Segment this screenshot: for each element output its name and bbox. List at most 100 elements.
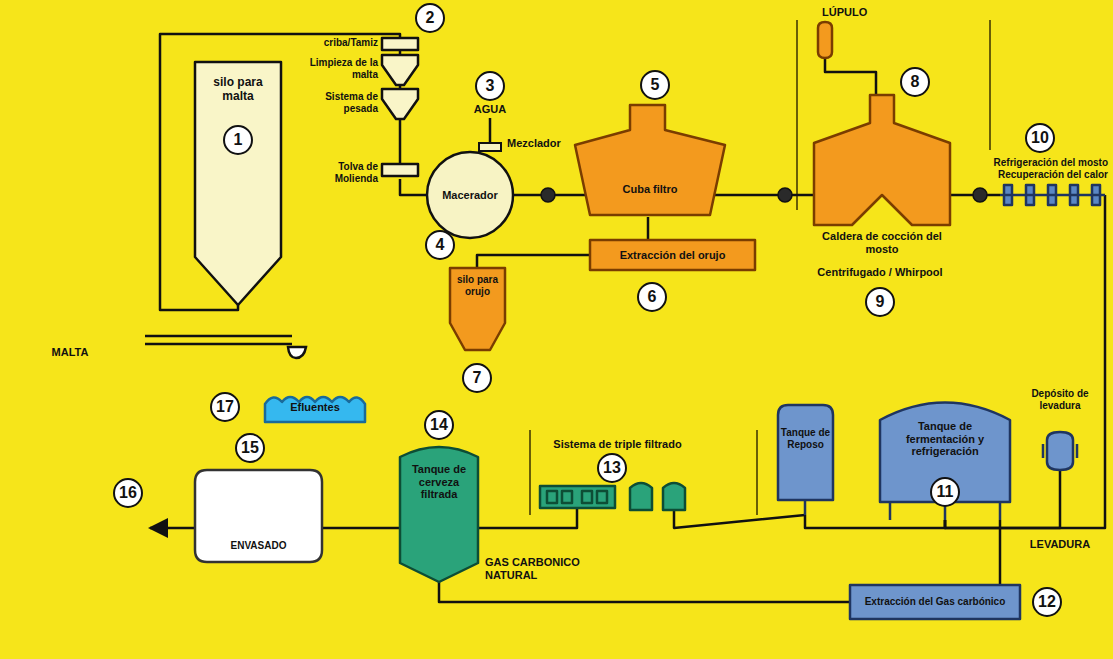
- pipe-connector: [477, 255, 590, 268]
- callout-number: 5: [640, 70, 670, 100]
- node-text: ENVASADO: [199, 540, 318, 552]
- node-text: Extracción del orujo: [594, 249, 751, 262]
- divider-line: [756, 430, 758, 515]
- node-text: Depósito de levadura: [1025, 388, 1095, 411]
- lauter-tun: Cuba filtro: [575, 105, 725, 217]
- water-pipe: [489, 118, 492, 144]
- pipe-connector: [160, 34, 400, 310]
- node-shape: [450, 268, 505, 350]
- callout-number: 8: [900, 67, 930, 97]
- text-label: Mezclador: [507, 137, 587, 150]
- output-arrow: [150, 527, 195, 530]
- node-text: LÚPULO: [822, 6, 872, 19]
- node-shape: [590, 240, 755, 270]
- conveyor-rail: [145, 335, 292, 338]
- callout-number: 4: [425, 230, 455, 260]
- weighing-funnel: Sistema de pesada: [300, 89, 420, 119]
- node-shape: [540, 483, 685, 510]
- malt-conveyor: [145, 336, 306, 358]
- node-text: criba/Tamiz: [300, 37, 378, 49]
- pipe-connector: [647, 217, 650, 240]
- node-outline: [778, 405, 833, 515]
- node-text: Cuba filtro: [595, 183, 705, 196]
- callout-number: 11: [930, 477, 960, 507]
- node-text: Limpieza de la malta: [300, 57, 378, 80]
- node-shape: [1000, 185, 1105, 205]
- maturation-tank: Tanque de Reposo: [778, 405, 833, 515]
- conveyor-rail: [145, 343, 292, 346]
- heat-exchanger: Refrigeración del mosto Recuperación del…: [960, 157, 1108, 207]
- pipe-connector: [999, 520, 1002, 585]
- malt-silo: silo para malta: [195, 62, 281, 307]
- mash-tun: Macerador: [427, 152, 513, 238]
- mixer-symbol: [479, 143, 501, 151]
- node-shape: [850, 585, 1020, 619]
- divider-line: [529, 430, 531, 515]
- pump-symbol: [973, 188, 987, 202]
- pipe-connector: [399, 119, 402, 164]
- callout-number: 15: [235, 433, 265, 463]
- pipe-connector: [674, 510, 805, 528]
- node-text: Sistema de triple filtrado: [535, 438, 700, 451]
- text-label: Centrifugado / Whirpool: [780, 266, 980, 279]
- node-shape: [382, 55, 418, 85]
- node-shape: [880, 403, 1010, 521]
- callout-number: 16: [113, 478, 143, 508]
- text-label: LEVADURA: [1025, 538, 1095, 551]
- node-shape: [400, 447, 478, 582]
- callout-number: 13: [597, 453, 627, 483]
- packaging-box: ENVASADO: [195, 470, 322, 562]
- cleaning-funnel: Limpieza de la malta: [300, 55, 420, 85]
- pipe-connector: [322, 527, 400, 530]
- node-text: Tanque de Reposo: [780, 427, 831, 450]
- callout-number: 14: [424, 410, 454, 440]
- pump-symbol: [778, 188, 792, 202]
- callout-number: 3: [475, 71, 505, 101]
- process-box: Extracción del Gas carbónico: [850, 585, 1020, 619]
- yeast-tank: Depósito de levadura: [1025, 388, 1095, 480]
- pipe-connector: [825, 58, 876, 95]
- pipe-connector: [805, 515, 945, 528]
- node-text: silo para orujo: [452, 274, 503, 297]
- node-text: Sistema de pesada: [300, 91, 378, 114]
- text-label: AGUA: [460, 103, 520, 116]
- callout-number: 17: [210, 392, 240, 422]
- node-shape: [818, 22, 832, 58]
- node-text: Caldera de cocción del mosto: [812, 230, 952, 255]
- conveyor-scoop: [288, 347, 306, 358]
- pipe-connector: [478, 508, 577, 528]
- text-label: GAS CARBONICO NATURAL: [485, 556, 585, 581]
- node-text: Tanque de cerveza filtrada: [404, 463, 474, 501]
- node-text: Refrigeración del mosto Recuperación del…: [960, 157, 1108, 180]
- node-shape: [778, 405, 833, 515]
- node-text: Tolva de Molienda: [300, 161, 378, 184]
- divider-line: [796, 20, 798, 210]
- callout-number: 10: [1025, 123, 1055, 153]
- node-shape: [195, 62, 281, 305]
- callout-number: 9: [865, 287, 895, 317]
- node-text: Efluentes: [265, 401, 365, 414]
- node-text: Tanque de fermentación y refrigeración: [887, 420, 1003, 458]
- node-shape: [1043, 432, 1077, 470]
- callout-number: 1: [223, 125, 253, 155]
- callout-number: 2: [415, 3, 445, 33]
- hop-doser: LÚPULO: [808, 6, 868, 62]
- node-shape: [575, 105, 725, 215]
- node-text: Macerador: [429, 189, 511, 202]
- node-shape: [814, 95, 950, 225]
- process-box: Extracción del orujo: [590, 240, 755, 270]
- node-text: silo para malta: [200, 76, 276, 104]
- filtered-beer-tank: Tanque de cerveza filtrada: [400, 445, 478, 582]
- node-shape: [382, 89, 418, 119]
- node-shape: [427, 152, 513, 238]
- text-label: MALTA: [35, 346, 105, 359]
- callout-number: 7: [462, 363, 492, 393]
- pipe-connector: [400, 179, 427, 195]
- mill-hopper: Tolva de Molienda: [300, 161, 420, 183]
- pipe-connector: [714, 194, 814, 197]
- node-shape: [195, 470, 322, 562]
- callout-number: 6: [637, 282, 667, 312]
- divider-line: [989, 20, 991, 150]
- effluent-cloud: Efluentes: [265, 392, 365, 422]
- node-outline: [575, 105, 725, 217]
